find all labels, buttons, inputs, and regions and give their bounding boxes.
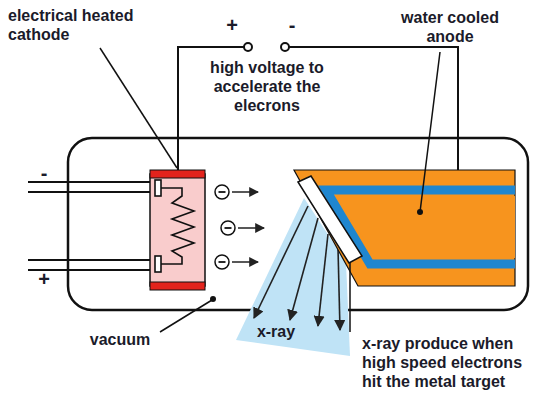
polarity-sign: - — [282, 16, 302, 35]
leader-dot — [210, 296, 216, 302]
callout-label: vacuum — [80, 330, 160, 349]
filament — [155, 180, 194, 272]
terminal — [281, 43, 289, 51]
polarity-sign: + — [222, 16, 242, 35]
leader-lines — [100, 48, 440, 332]
callout-label: x-ray produce when high speed electrons … — [362, 334, 542, 391]
metal-target — [298, 176, 362, 263]
callout-label: electrical heated cathode — [8, 6, 138, 44]
callout-label: x-ray — [246, 322, 306, 341]
cathode-cap — [150, 170, 205, 178]
terminal — [244, 43, 252, 51]
callout-label: high voltage to accelerate the elecrons — [208, 58, 326, 115]
cathode-cap — [150, 282, 205, 290]
electrons — [215, 185, 264, 269]
polarity-sign: + — [36, 270, 52, 289]
callout-label: water cooled anode — [390, 8, 510, 46]
cathode — [150, 174, 205, 286]
anode — [294, 170, 515, 286]
polarity-sign: - — [36, 164, 52, 183]
anode-core — [336, 196, 515, 258]
filament-leads — [28, 182, 160, 270]
leader-dot — [417, 209, 423, 215]
